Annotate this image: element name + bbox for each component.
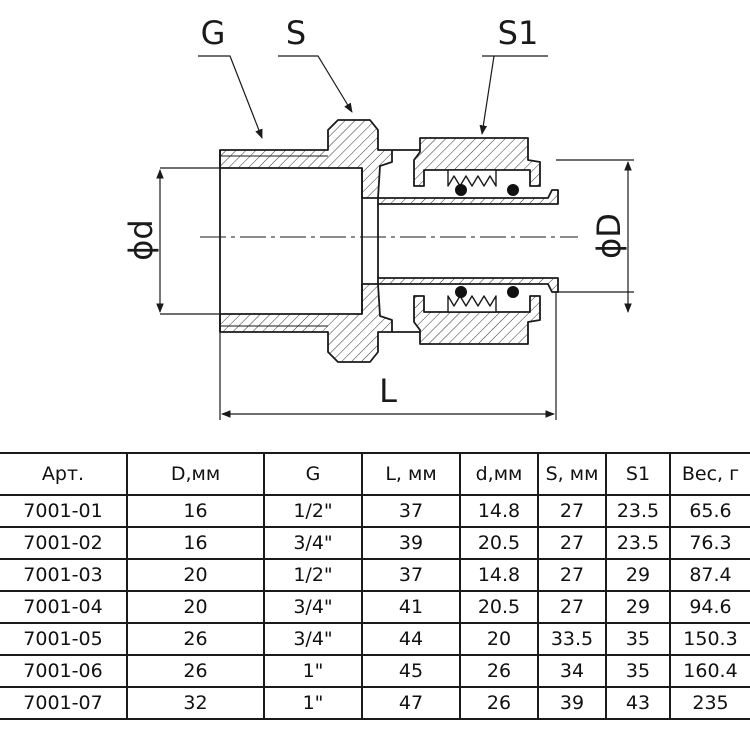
table-cell: 65.6 (669, 494, 750, 528)
label-outer-diameter: ϕD (590, 213, 628, 259)
table-cell: 29 (605, 558, 671, 592)
table-cell: 35 (605, 622, 671, 656)
table-cell: 29 (605, 590, 671, 624)
table-cell: 39 (537, 686, 607, 720)
table-cell: 87.4 (669, 558, 750, 592)
table-cell: 26 (126, 622, 265, 656)
table-cell: 3/4" (263, 526, 363, 560)
table-cell: 94.6 (669, 590, 750, 624)
table-cell: 1" (263, 686, 363, 720)
table-cell: 26 (459, 686, 539, 720)
table-cell: 37 (361, 494, 461, 528)
table-row: 7001-02 16 3/4" 39 20.5 27 23.5 76.3 (0, 526, 750, 560)
table-cell: 34 (537, 654, 607, 688)
table-row: 7001-01 16 1/2" 37 14.8 27 23.5 65.6 (0, 494, 750, 528)
table-cell: 23.5 (605, 526, 671, 560)
leader-lines (198, 55, 548, 139)
table-cell: 26 (126, 654, 265, 688)
table-cell: 47 (361, 686, 461, 720)
table-cell: 7001-05 (0, 622, 128, 656)
table-cell: 7001-04 (0, 590, 128, 624)
header-s1: S1 (605, 452, 671, 496)
header-weight: Вес, г (669, 452, 750, 496)
table-cell: 43 (605, 686, 671, 720)
table-cell: 1" (263, 654, 363, 688)
table-cell: 76.3 (669, 526, 750, 560)
table-cell: 1/2" (263, 494, 363, 528)
table-cell: 3/4" (263, 622, 363, 656)
table-cell: 150.3 (669, 622, 750, 656)
table-cell: 7001-02 (0, 526, 128, 560)
table-cell: 23.5 (605, 494, 671, 528)
table-row: 7001-04 20 3/4" 41 20.5 27 29 94.6 (0, 590, 750, 624)
header-l: L, мм (361, 452, 461, 496)
table-cell: 41 (361, 590, 461, 624)
o-ring-seals (455, 184, 519, 298)
header-s: S, мм (537, 452, 607, 496)
table-cell: 7001-07 (0, 686, 128, 720)
table-cell: 20.5 (459, 526, 539, 560)
table-row: 7001-03 20 1/2" 37 14.8 27 29 87.4 (0, 558, 750, 592)
table-cell: 1/2" (263, 558, 363, 592)
table-cell: 35 (605, 654, 671, 688)
table-cell: 33.5 (537, 622, 607, 656)
label-g: G (201, 14, 226, 52)
table-cell: 27 (537, 526, 607, 560)
table-cell: 44 (361, 622, 461, 656)
table-row: 7001-05 26 3/4" 44 20 33.5 35 150.3 (0, 622, 750, 656)
table-cell: 16 (126, 494, 265, 528)
table-cell: 7001-03 (0, 558, 128, 592)
table-cell: 3/4" (263, 590, 363, 624)
table-cell: 7001-06 (0, 654, 128, 688)
table-cell: 20.5 (459, 590, 539, 624)
table-cell: 27 (537, 590, 607, 624)
header-article: Арт. (0, 452, 128, 496)
table-cell: 20 (126, 558, 265, 592)
table-cell: 20 (126, 590, 265, 624)
table-cell: 160.4 (669, 654, 750, 688)
header-d-outer: D,мм (126, 452, 265, 496)
spec-table: Арт. D,мм G L, мм d,мм S, мм S1 Вес, г 7… (0, 452, 750, 720)
table-cell: 14.8 (459, 558, 539, 592)
table-cell: 14.8 (459, 494, 539, 528)
label-length: L (379, 372, 397, 410)
table-cell: 45 (361, 654, 461, 688)
label-s: S (286, 14, 306, 52)
spec-table-header: Арт. D,мм G L, мм d,мм S, мм S1 Вес, г (0, 452, 750, 496)
header-g: G (263, 452, 363, 496)
dimension-lines (156, 159, 634, 420)
label-s1: S1 (498, 14, 539, 52)
header-d-inner: d,мм (459, 452, 539, 496)
table-cell: 32 (126, 686, 265, 720)
fitting-drawing: G S S1 ϕd ϕD L (122, 14, 634, 420)
label-inner-diameter: ϕd (122, 219, 160, 260)
table-cell: 235 (669, 686, 750, 720)
table-cell: 27 (537, 558, 607, 592)
table-cell: 39 (361, 526, 461, 560)
table-cell: 37 (361, 558, 461, 592)
table-cell: 26 (459, 654, 539, 688)
table-row: 7001-06 26 1" 45 26 34 35 160.4 (0, 654, 750, 688)
table-cell: 7001-01 (0, 494, 128, 528)
table-cell: 20 (459, 622, 539, 656)
table-cell: 27 (537, 494, 607, 528)
table-row: 7001-07 32 1" 47 26 39 43 235 (0, 686, 750, 720)
table-cell: 16 (126, 526, 265, 560)
fitting-body (219, 119, 559, 363)
